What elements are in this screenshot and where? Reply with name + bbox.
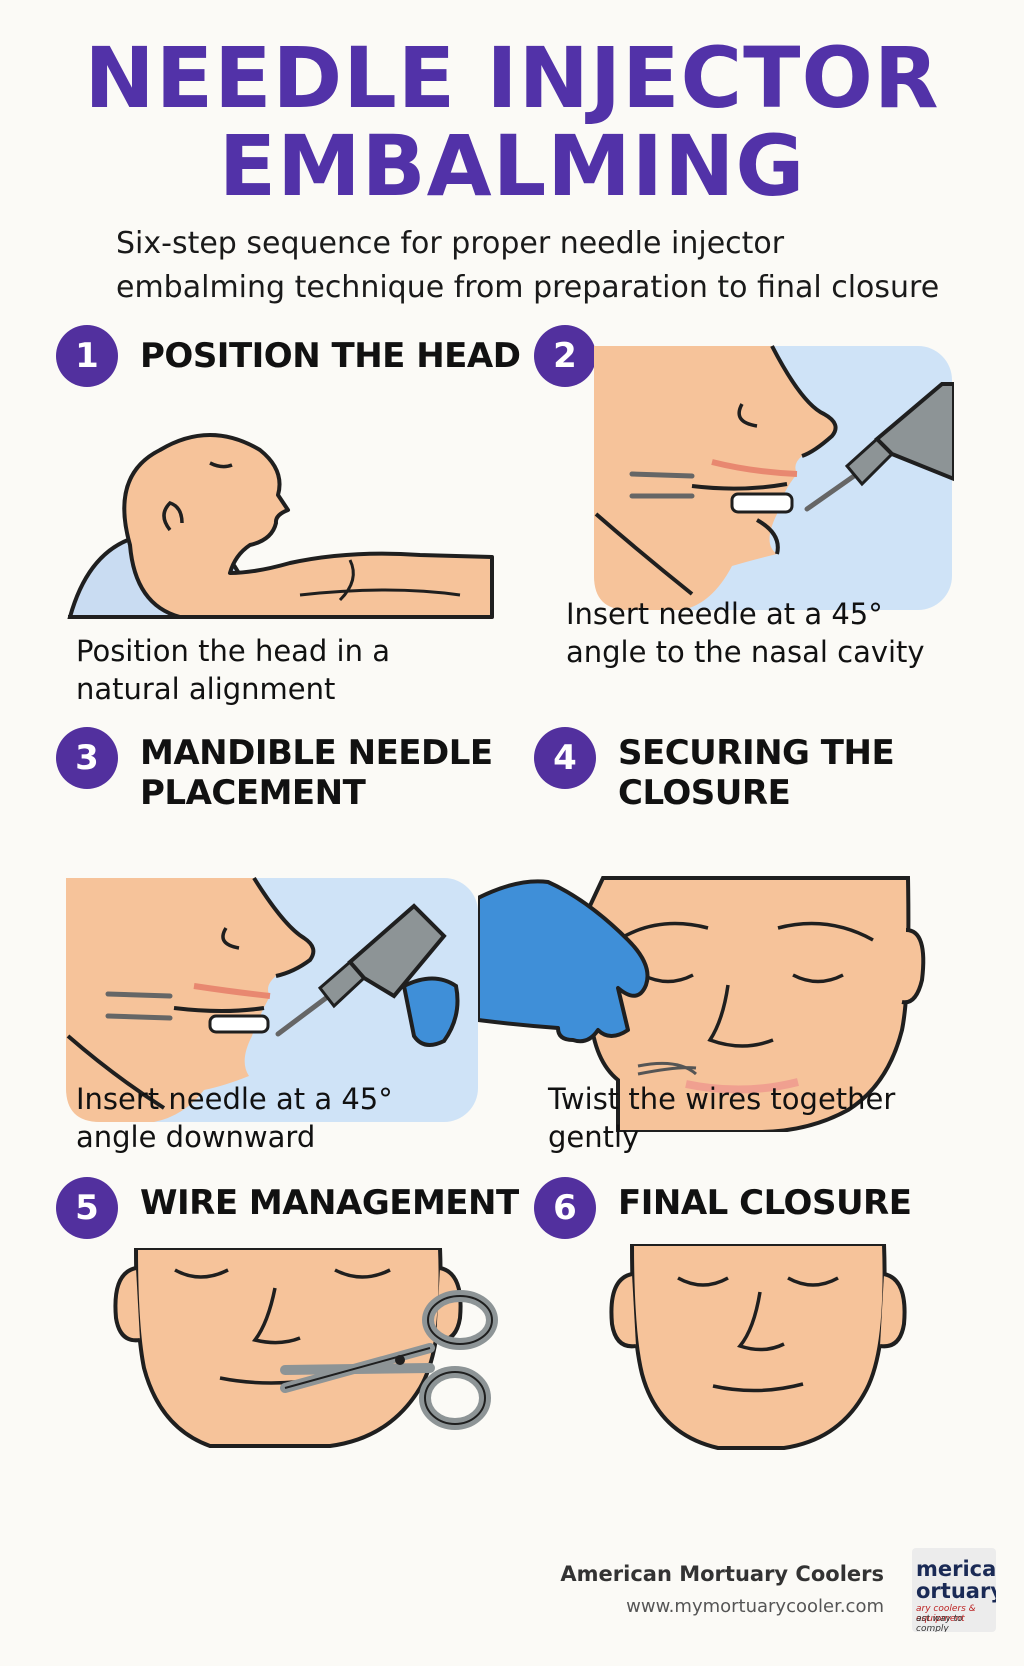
page-title: NEEDLE INJECTOR EMBALMING <box>0 34 1024 210</box>
step-1-caption: Position the head in a natural alignment <box>76 632 390 708</box>
step-3-title-line-1: MANDIBLE NEEDLE <box>140 733 493 773</box>
step-5-title: WIRE MANAGEMENT <box>140 1183 519 1223</box>
step-1-title: POSITION THE HEAD <box>140 336 521 376</box>
title-line-2: EMBALMING <box>218 117 806 215</box>
step-3-caption-line-1: Insert needle at a 45° <box>76 1082 393 1116</box>
closed-face-illustration <box>609 1244 907 1450</box>
subtitle-line-1: Six-step sequence for proper needle inje… <box>116 226 785 261</box>
step-1-caption-line-2: natural alignment <box>76 672 336 706</box>
step-4-badge: 4 <box>534 727 596 789</box>
mandible-needle-illustration <box>66 876 478 1122</box>
logo-line-1: merican <box>916 1557 996 1581</box>
company-name: American Mortuary Coolers <box>560 1562 884 1586</box>
step-2-caption-line-2: angle to the nasal cavity <box>566 635 925 669</box>
logo-line-3: ary coolers & equipment <box>916 1604 976 1624</box>
nasal-needle-illustration <box>594 345 954 610</box>
step-1-badge: 1 <box>56 325 118 387</box>
step-4-caption-line-1: Twist the wires together <box>548 1082 896 1116</box>
wire-management-illustration <box>113 1248 498 1448</box>
logo-line-4: ast way to comply <box>916 1614 963 1632</box>
company-logo: merican ortuary ary coolers & equipment … <box>912 1548 996 1632</box>
step-6-badge: 6 <box>534 1177 596 1239</box>
step-6-title: FINAL CLOSURE <box>618 1183 912 1223</box>
logo-line-2: ortuary <box>916 1579 996 1603</box>
step-5-badge: 5 <box>56 1177 118 1239</box>
step-3-title: MANDIBLE NEEDLE PLACEMENT <box>140 733 493 813</box>
step-3-caption-line-2: angle downward <box>76 1120 316 1154</box>
step-4-caption-line-2: gently <box>548 1120 640 1154</box>
title-line-1: NEEDLE INJECTOR <box>84 29 940 127</box>
step-4-title-line-2: CLOSURE <box>618 773 791 813</box>
step-3-caption: Insert needle at a 45° angle downward <box>76 1080 393 1156</box>
step-4-title-line-1: SECURING THE <box>618 733 895 773</box>
page-subtitle: Six-step sequence for proper needle inje… <box>116 222 976 310</box>
company-url[interactable]: www.mymortuarycooler.com <box>626 1596 884 1617</box>
subtitle-line-2: embalming technique from preparation to … <box>116 270 940 305</box>
step-4-caption: Twist the wires together gently <box>548 1080 895 1156</box>
step-2-badge: 2 <box>534 325 596 387</box>
step-1-caption-line-1: Position the head in a <box>76 634 390 668</box>
position-head-illustration <box>67 433 494 619</box>
step-3-title-line-2: PLACEMENT <box>140 773 366 813</box>
step-3-badge: 3 <box>56 727 118 789</box>
step-2-caption-line-1: Insert needle at a 45° <box>566 597 883 631</box>
scissors-icon <box>280 1290 498 1430</box>
step-2-caption: Insert needle at a 45° angle to the nasa… <box>566 595 925 671</box>
step-4-title: SECURING THE CLOSURE <box>618 733 895 813</box>
wire-twist-illustration <box>478 876 926 1132</box>
